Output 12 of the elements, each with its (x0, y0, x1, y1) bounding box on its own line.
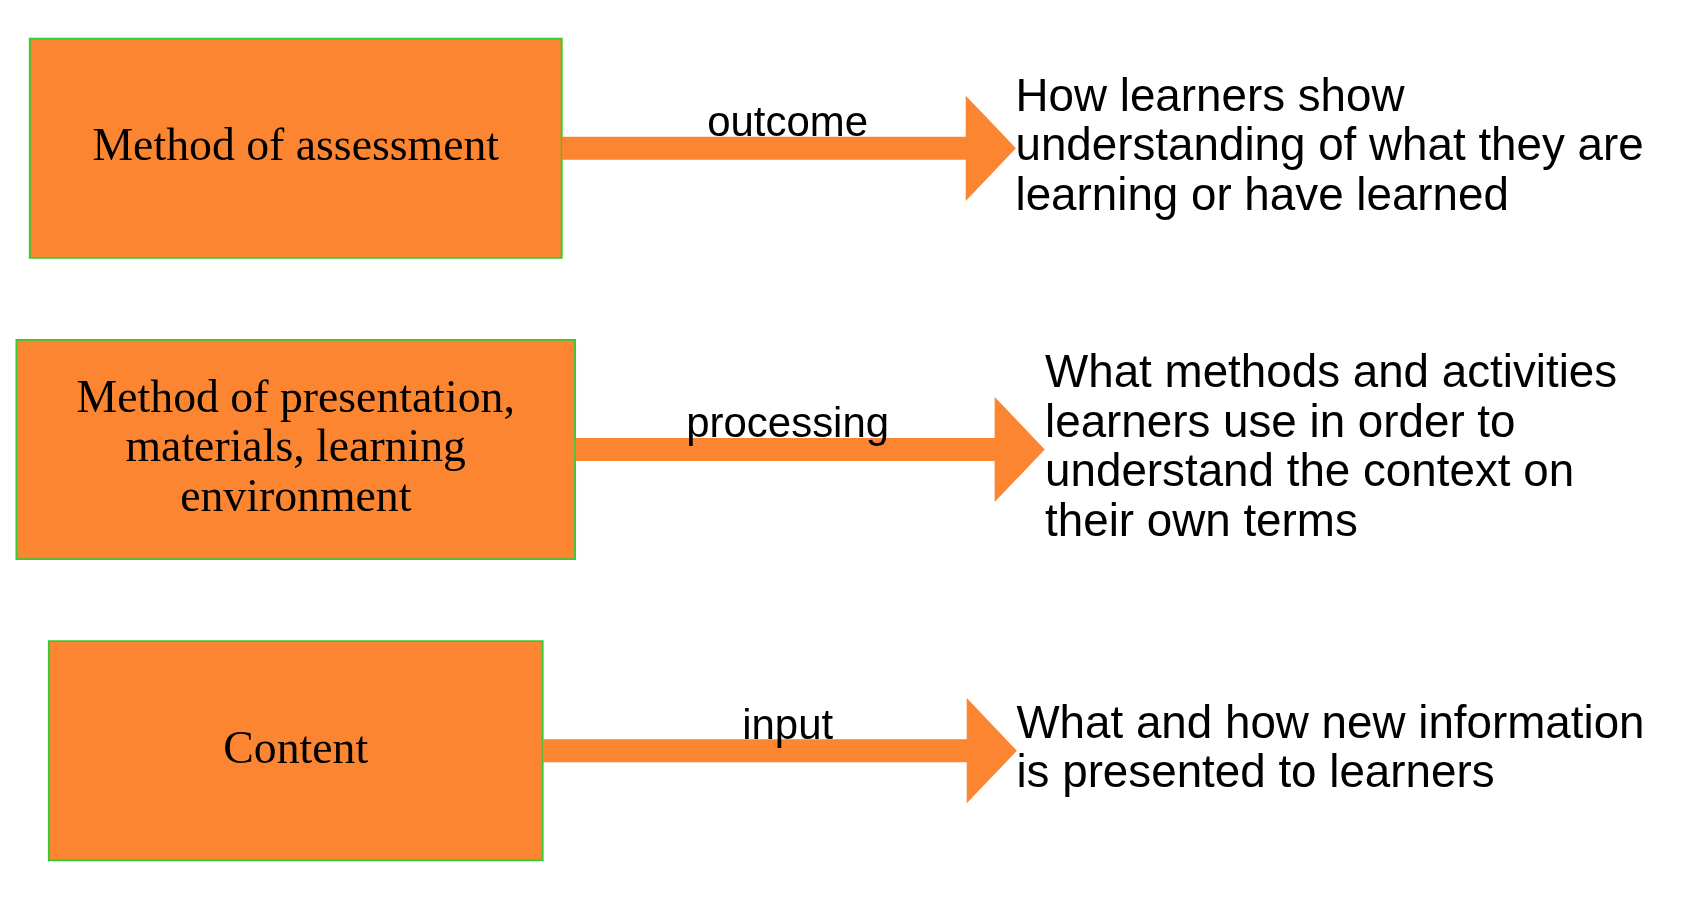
node-box: Method of presentation, materials, learning environment (15, 338, 577, 561)
node-text: What methods and activities learners use in order to understand the context on their own terms (1045, 345, 1618, 546)
arrow (542, 698, 1017, 804)
edge-label: processing (686, 399, 890, 447)
node-box: Method of assessment (28, 37, 563, 259)
arrow (575, 396, 1045, 503)
node-box: Content (47, 640, 544, 862)
node-text: How learners show understanding of what they are learning or have learned (1015, 69, 1644, 220)
arrow (562, 95, 1016, 201)
node-text: What and how new information is presented to learners (1016, 696, 1645, 798)
edge-label: outcome (707, 98, 869, 146)
edge-label: input (742, 700, 834, 748)
